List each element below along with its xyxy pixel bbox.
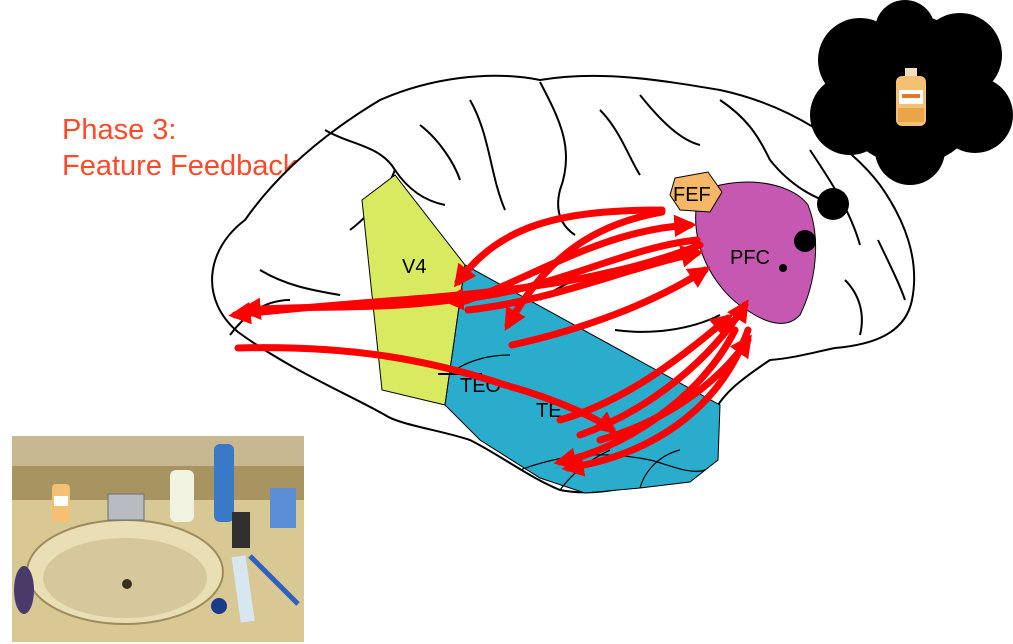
soap-bottle-icon — [896, 68, 926, 126]
pfc-label: PFC — [730, 247, 770, 269]
bathroom-sink-photo — [12, 436, 304, 642]
thought-bubble-small — [794, 230, 816, 252]
v4-label: V4 — [402, 256, 426, 278]
thought-bubble-large — [817, 188, 849, 220]
fef-label: FEF — [673, 184, 711, 206]
pfc-dot — [779, 264, 787, 272]
